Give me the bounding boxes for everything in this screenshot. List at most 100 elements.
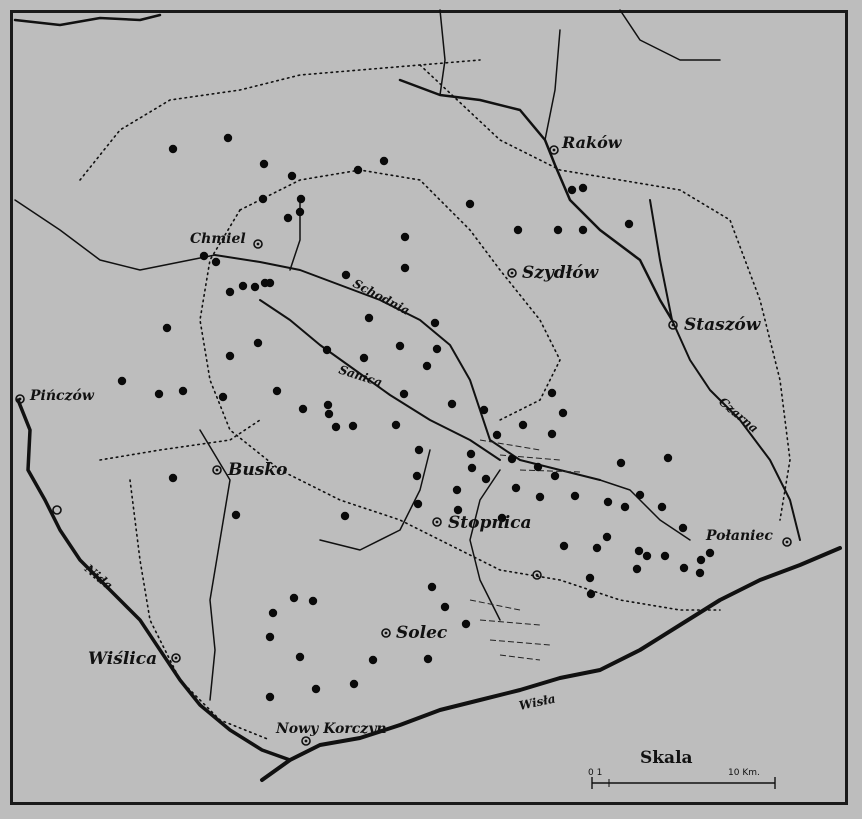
settlement-dot bbox=[559, 541, 569, 551]
settlement-marker-west bbox=[52, 505, 62, 515]
town-marker-nowy-korczyn bbox=[301, 736, 311, 746]
settlement-dot bbox=[620, 502, 630, 512]
settlement-dot bbox=[211, 257, 221, 267]
settlement-dot bbox=[323, 400, 333, 410]
settlement-dot bbox=[696, 555, 706, 565]
town-marker-pinczow bbox=[15, 394, 25, 404]
settlement-dot bbox=[634, 546, 644, 556]
town-label-chmiel: Chmiel bbox=[190, 231, 246, 247]
settlement-dot bbox=[616, 458, 626, 468]
settlement-dot bbox=[657, 502, 667, 512]
settlement-dot bbox=[250, 282, 260, 292]
river-sanica bbox=[259, 299, 501, 461]
settlement-dot bbox=[298, 404, 308, 414]
settlement-dot bbox=[259, 159, 269, 169]
town-label-wislica: Wiślica bbox=[88, 649, 157, 669]
settlement-dot bbox=[364, 313, 374, 323]
settlement-dot bbox=[603, 497, 613, 507]
settlement-dot bbox=[632, 564, 642, 574]
settlement-dot bbox=[578, 225, 588, 235]
settlement-dot bbox=[624, 219, 634, 229]
boundary-3 bbox=[99, 419, 261, 461]
river-labels: Schodnia Sanica Czarna Nida Wisła bbox=[81, 276, 761, 713]
settlement-dot bbox=[497, 513, 507, 523]
settlement-dot bbox=[533, 462, 543, 472]
scale-end-label: 10 Km. bbox=[728, 768, 760, 778]
town-label-polaniec: Połaniec bbox=[705, 528, 773, 544]
town-marker-staszow bbox=[668, 320, 678, 330]
town-label-solec: Solec bbox=[396, 623, 448, 643]
settlement-dot bbox=[368, 655, 378, 665]
settlement-dot bbox=[265, 278, 275, 288]
boundary-6 bbox=[129, 479, 271, 741]
settlement-dot bbox=[430, 318, 440, 328]
settlement-dot bbox=[168, 144, 178, 154]
settlement-dot bbox=[265, 632, 275, 642]
scale-bar: Skala 0 1 10 Km. bbox=[588, 748, 776, 789]
settlement-dot bbox=[231, 510, 241, 520]
scale-start-label: 0 1 bbox=[588, 768, 602, 778]
boundary-2 bbox=[199, 209, 721, 611]
settlement-dot bbox=[199, 251, 209, 261]
settlement-dot bbox=[168, 473, 178, 483]
settlement-dot bbox=[678, 523, 688, 533]
river-tributary-1 bbox=[199, 429, 231, 701]
town-marker-polaniec bbox=[782, 537, 792, 547]
river-label-wisla: Wisła bbox=[518, 692, 557, 713]
settlement-dot bbox=[635, 490, 645, 500]
settlement-dot bbox=[324, 409, 334, 419]
settlement-dot bbox=[268, 608, 278, 618]
settlement-dot bbox=[518, 420, 528, 430]
settlement-dot bbox=[379, 156, 389, 166]
settlement-dot bbox=[453, 505, 463, 515]
river-tributary-2 bbox=[319, 449, 431, 551]
settlement-dot bbox=[258, 194, 268, 204]
settlement-dot bbox=[586, 589, 596, 599]
town-label-rakow: Raków bbox=[561, 133, 623, 152]
river-west-2 bbox=[13, 13, 162, 27]
settlement-dot bbox=[642, 551, 652, 561]
settlement-dot bbox=[679, 563, 689, 573]
settlement-marker bbox=[532, 570, 542, 580]
settlement-dot bbox=[322, 345, 332, 355]
settlement-dot bbox=[399, 389, 409, 399]
settlement-dot bbox=[359, 353, 369, 363]
settlement-dot bbox=[567, 185, 577, 195]
settlement-dot bbox=[400, 263, 410, 273]
settlement-dot bbox=[585, 573, 595, 583]
settlement-dot bbox=[414, 445, 424, 455]
river-upper-3 bbox=[619, 9, 721, 61]
river-upper-1 bbox=[398, 78, 674, 322]
river-west-1 bbox=[14, 199, 216, 271]
settlement-dot bbox=[349, 679, 359, 689]
river-upper-4 bbox=[544, 29, 561, 141]
marsh-1 bbox=[469, 599, 551, 661]
town-label-nowy-korczyn: Nowy Korczyn bbox=[275, 721, 387, 737]
town-label-staszow: Staszów bbox=[684, 315, 762, 335]
settlement-dot bbox=[535, 492, 545, 502]
settlement-dot bbox=[695, 568, 705, 578]
settlement-dot bbox=[447, 399, 457, 409]
settlement-dot bbox=[154, 389, 164, 399]
settlement-dot bbox=[295, 207, 305, 217]
town-marker-wislica bbox=[171, 653, 181, 663]
town-marker-stopnica bbox=[432, 517, 442, 527]
settlement-dot bbox=[578, 183, 588, 193]
river-tributary-4 bbox=[599, 479, 691, 541]
river-label-sanica: Sanica bbox=[337, 363, 384, 390]
settlement-dot bbox=[432, 344, 442, 354]
settlement-dot bbox=[507, 454, 517, 464]
settlement-dot bbox=[340, 511, 350, 521]
settlement-dot bbox=[547, 429, 557, 439]
settlement-dot bbox=[348, 421, 358, 431]
town-marker-busko bbox=[212, 465, 222, 475]
settlement-dot bbox=[553, 225, 563, 235]
river-wisla bbox=[260, 546, 842, 782]
settlement-dot bbox=[550, 471, 560, 481]
settlement-dot bbox=[547, 388, 557, 398]
settlement-dot bbox=[423, 654, 433, 664]
boundary-5 bbox=[419, 64, 791, 521]
settlement-dot bbox=[481, 474, 491, 484]
settlement-dot bbox=[162, 323, 172, 333]
settlement-dot bbox=[311, 684, 321, 694]
